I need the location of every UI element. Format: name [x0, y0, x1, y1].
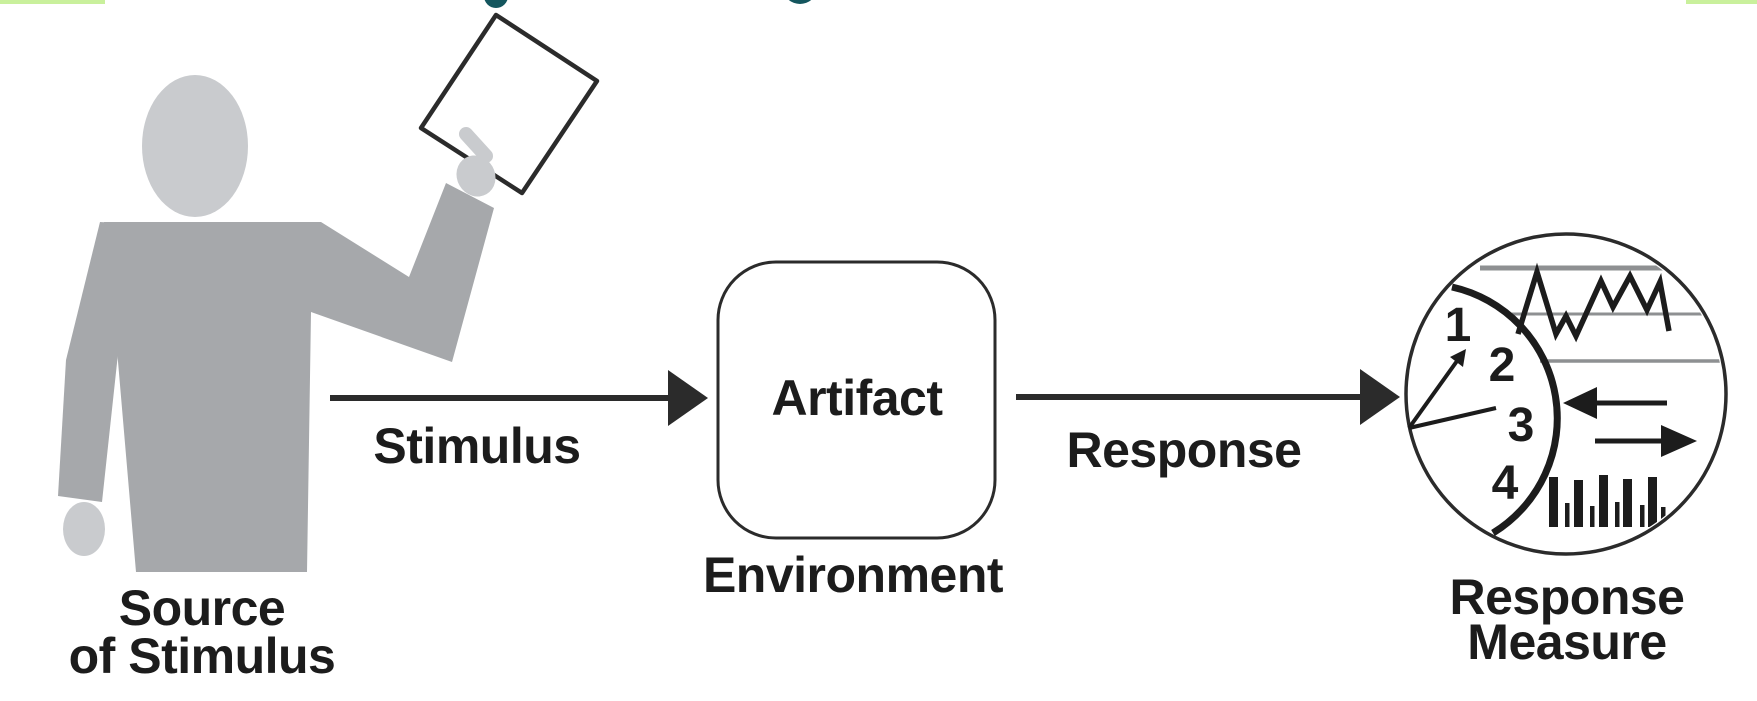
bar	[1590, 506, 1595, 527]
response-measure-label: Response Measure	[1449, 569, 1685, 670]
dial-number-3: 3	[1508, 399, 1535, 452]
response-measure-label-line1: Response	[1449, 569, 1685, 625]
person-head	[142, 75, 248, 217]
bar	[1565, 503, 1570, 527]
stimulus-arrow	[330, 370, 708, 426]
bar	[1599, 475, 1608, 527]
artifact-label: Artifact	[771, 370, 943, 426]
arrowhead-icon	[1360, 369, 1400, 425]
response-arrow	[1016, 369, 1400, 425]
response-edge-label: Response	[1066, 422, 1302, 478]
bar	[1648, 477, 1657, 527]
left-arrow-icon	[1563, 387, 1597, 419]
dial-number-2: 2	[1489, 339, 1516, 392]
person-hand-right	[456, 155, 496, 197]
bar	[1661, 507, 1666, 527]
artifact-box	[716, 260, 997, 540]
source-label-line2: of Stimulus	[68, 628, 336, 684]
compare-arrows-icon	[1563, 387, 1697, 457]
person-hand-left	[63, 502, 105, 556]
person-finger	[459, 127, 493, 163]
source-label: Source of Stimulus	[68, 580, 336, 684]
gauge-icon: 1 2 3 4	[1404, 232, 1728, 556]
person-icon	[58, 75, 496, 572]
top-right-accent-bar	[1686, 0, 1757, 4]
bar	[1549, 477, 1558, 527]
response-measure-label-line2: Measure	[1467, 614, 1667, 670]
environment-label: Environment	[702, 547, 1004, 603]
bar	[1615, 502, 1620, 527]
source-label-line1: Source	[118, 580, 286, 636]
document-icon	[418, 12, 600, 196]
decor-dot-icon	[788, 0, 812, 4]
gauge-charts	[1480, 262, 1723, 527]
right-arrow-icon	[1661, 425, 1697, 457]
bar	[1574, 480, 1583, 527]
bar	[1623, 479, 1632, 527]
dial-number-1: 1	[1445, 299, 1472, 352]
line-chart-icon	[1515, 262, 1672, 343]
stimulus-edge-label: Stimulus	[373, 418, 581, 474]
decor-dot-icon	[484, 0, 508, 8]
gauge-needle	[1407, 359, 1459, 430]
gauge-dial-arc	[1451, 283, 1561, 536]
gauge-needle	[1408, 406, 1497, 430]
bar	[1640, 505, 1645, 527]
arrowhead-icon	[668, 370, 708, 426]
gauge-needle-tip	[1450, 349, 1466, 367]
top-left-accent-bar	[0, 0, 105, 4]
bar-chart-icon	[1549, 475, 1666, 527]
person-torso	[104, 183, 494, 572]
dial-number-4: 4	[1492, 457, 1519, 510]
